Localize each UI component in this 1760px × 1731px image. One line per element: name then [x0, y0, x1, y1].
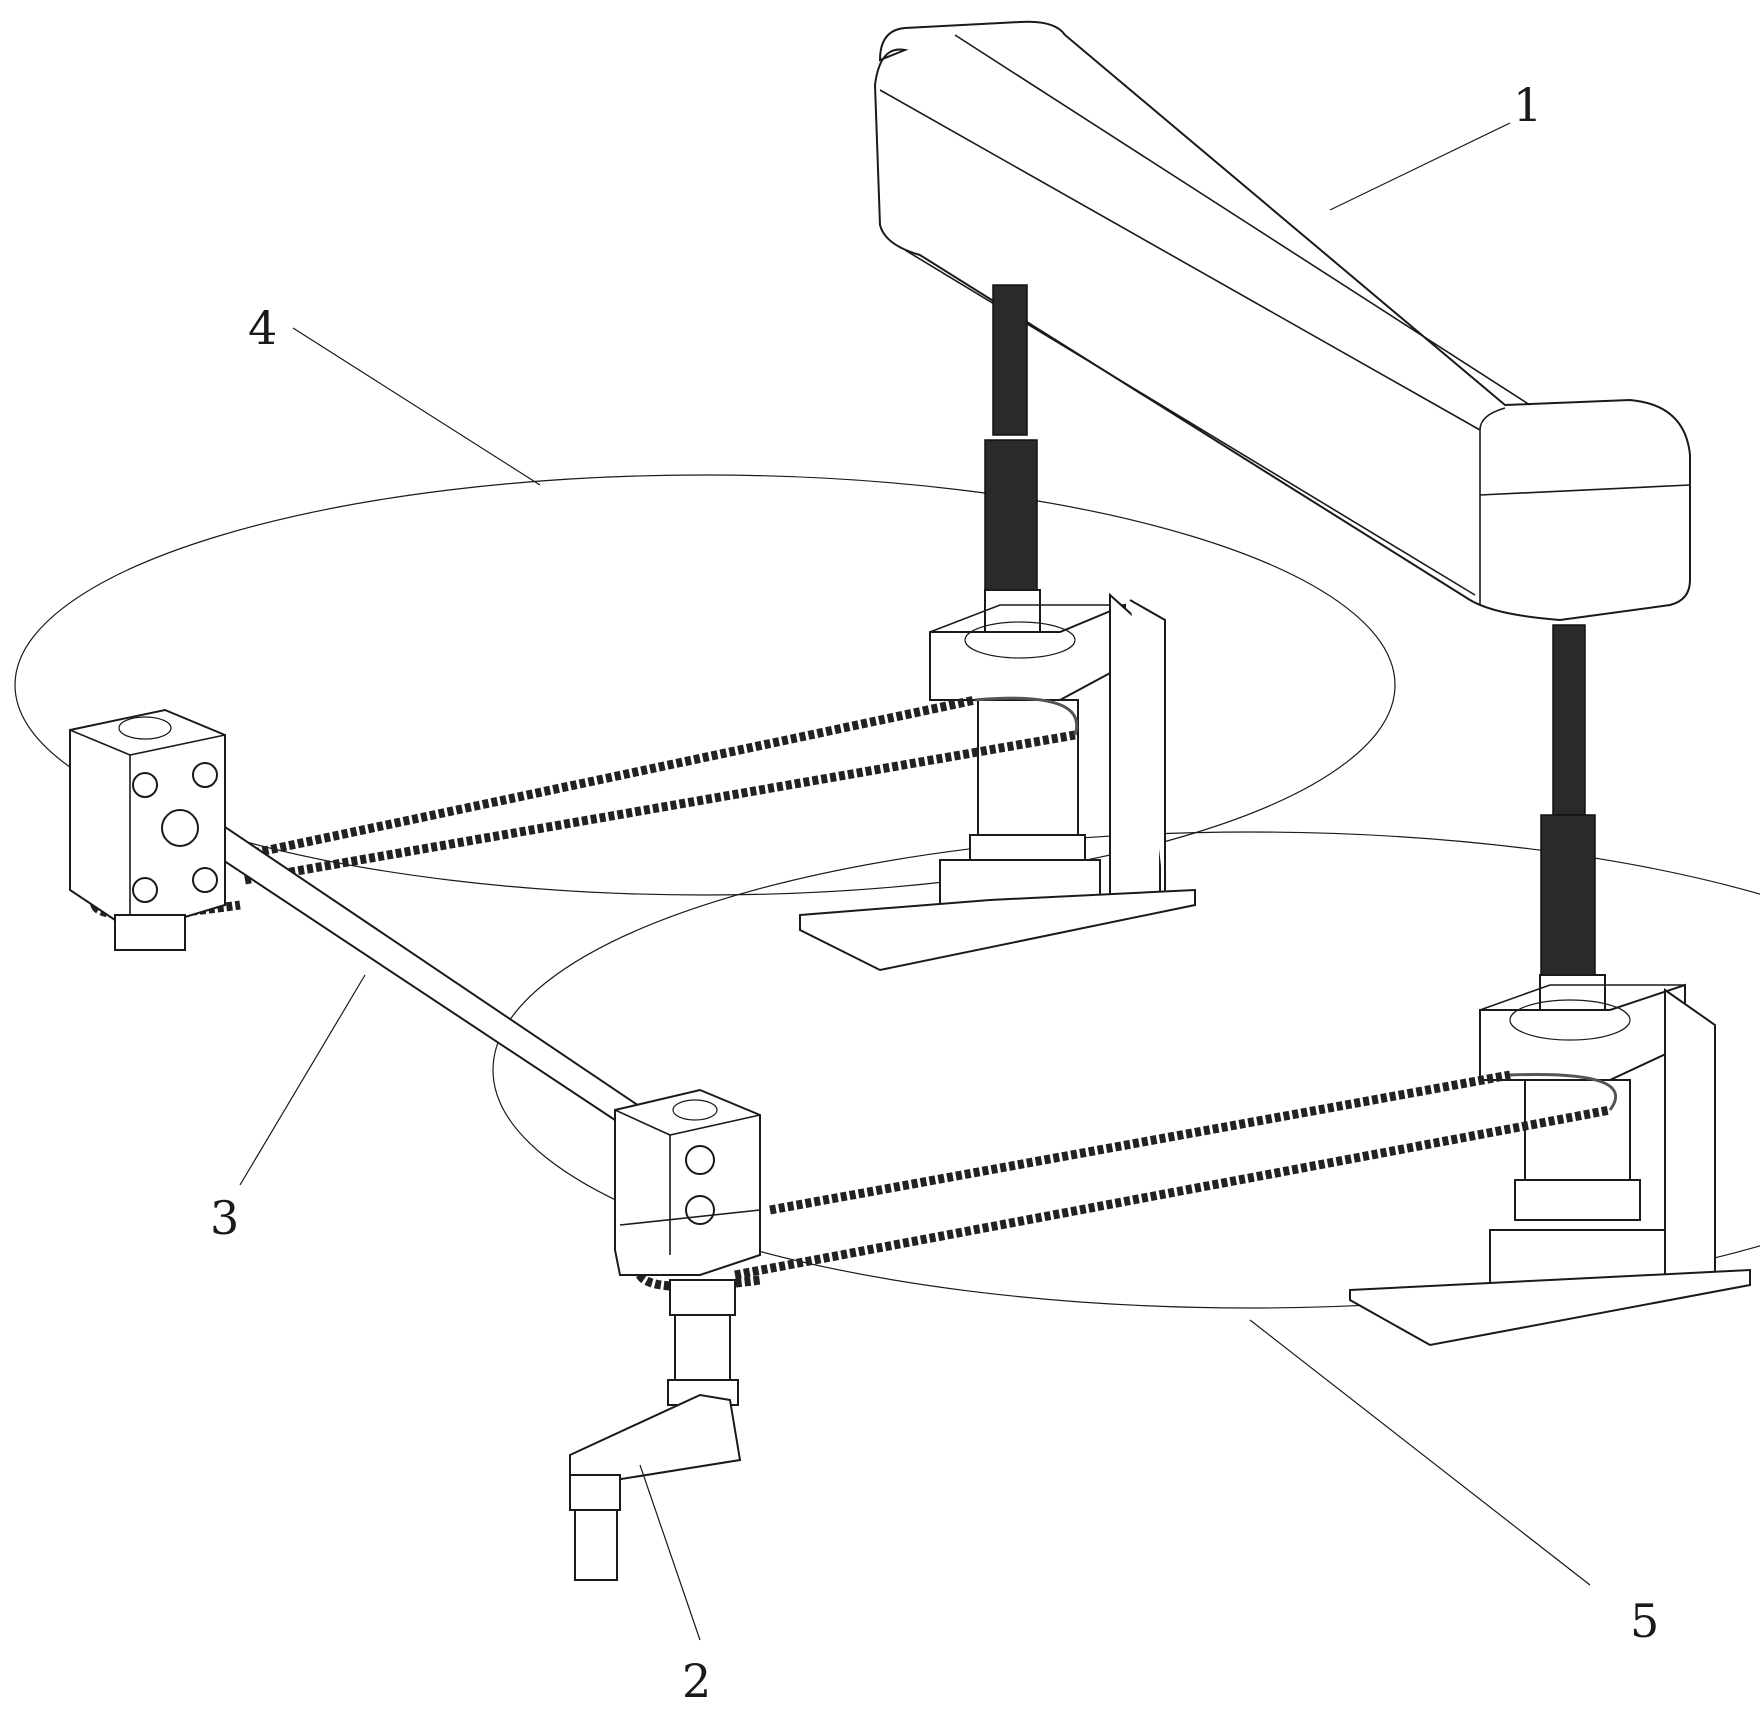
- left-lead-screw: [985, 285, 1037, 590]
- lower-chain-pair: [640, 1074, 1616, 1286]
- right-column-assembly: [1350, 975, 1750, 1345]
- gearbox-block: [615, 1090, 760, 1275]
- right-lead-screw: [1541, 625, 1595, 980]
- callout-4: 4: [248, 305, 277, 351]
- callout-2: 2: [682, 1658, 711, 1704]
- callout-3: 3: [210, 1195, 239, 1241]
- callout-1: 1: [1513, 82, 1542, 128]
- upper-chain-pair: [93, 698, 1077, 915]
- left-column-assembly: [800, 590, 1195, 970]
- hand-crank: [570, 1280, 740, 1580]
- callout-5: 5: [1630, 1598, 1659, 1644]
